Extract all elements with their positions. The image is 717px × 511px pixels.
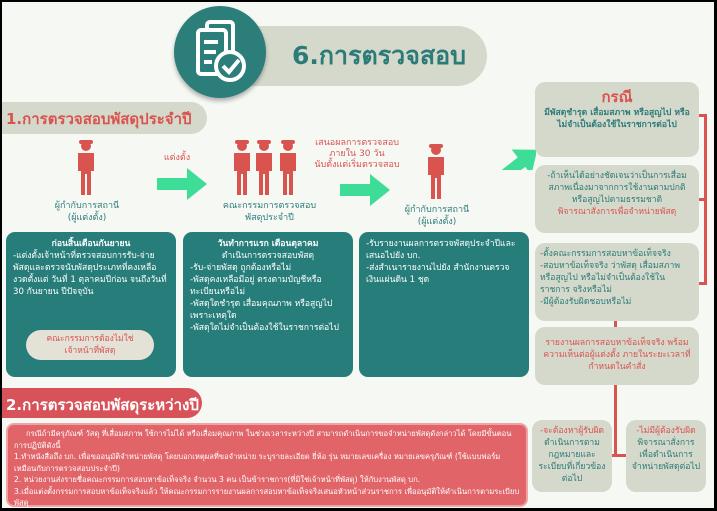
branch-item: -ตั้งคณะกรรมการสอบหาข้อเท็จจริง [540,249,671,259]
person-icon [78,140,94,195]
actor3-role: (ผู้แต่งตั้ง) [417,217,457,227]
section1-title: 1.การตรวจสอบพัสดุประจำปี [2,102,207,134]
case-title: กรณี [601,88,633,106]
section2-title: 2.การตรวจสอบพัสดุระหว่างปี [2,388,202,418]
title-banner [242,26,487,86]
arrow1-label: แต่งตั้ง [163,153,191,163]
actor2-label: คณะกรรมการตรวจสอบ พัสดุประจำปี [212,200,327,224]
case-condition: มีพัสดุชำรุด เสื่อมสภาพ หรือสูญไป หรือไม… [544,108,690,130]
box-text: -แต่งตั้งเจ้าหน้าที่ตรวจสอบการรับ-จ่ายพั… [13,251,167,297]
section2-step: 3.เมื่อแต่งตั้งกรรมการสอบหาข้อเท็จจริงแล… [14,486,520,508]
actor1-label: ผู้กำกับการสถานี (ผู้แต่งตั้ง) [37,200,137,224]
actor2-name: คณะกรรมการตรวจสอบ [222,201,317,211]
section2-step: 1.ทำหนังสือถึง บก. เพื่อขออนุมัติจำหน่าย… [14,452,501,473]
section2-step: 2. หน่วยงานส่งรายชื่อคณะกรรมการสอบหาข้อเ… [14,475,421,484]
case-box: กรณี มีพัสดุชำรุด เสื่อมสภาพ หรือสูญไป ห… [535,82,699,157]
person-icon [428,144,444,199]
box-heading: วันทำการแรก เดือนตุลาคม [217,239,319,249]
box-item: -พัสดุคงเหลือมีอยู่ ตรงตามบัญชีหรือทะเบี… [190,275,322,297]
committee-note: คณะกรรมการต้องไม่ใช่ เจ้าหน้าที่พัสดุ [26,330,154,360]
note-line: คณะกรรมการต้องไม่ใช่ [46,334,134,344]
box-report: -รับรายงานผลการตรวจพัสดุประจำปีและเสนอไป… [359,232,529,377]
box-item: -รับ-จ่ายพัสดุ ถูกต้องหรือไม่ [190,263,292,273]
actor3-label: ผู้กำกับการสถานี (ผู้แต่งตั้ง) [387,204,487,228]
arrow2-label: เสนอผลการตรวจสอบ ภายใน 30 วัน นับตั้งแต่… [307,138,407,171]
connector-line [606,454,628,457]
note-line: เจ้าหน้าที่พัสดุ [64,346,116,356]
actor3-name: ผู้กำกับการสถานี [404,205,470,215]
actor1-role: (ผู้แต่งตั้ง) [67,213,107,223]
branch-text: -ถ้าเห็นได้อย่างชัดเจนว่าเป็นการเสื่อมสภ… [547,171,687,205]
arrow-right-icon [340,174,390,206]
committee-icon [234,140,296,195]
branch-action: พิจารณาสั่งการเพื่อจำหน่ายพัสดุ [557,207,677,217]
connector-line [698,114,707,117]
arrow-diagonal-icon [488,137,536,170]
box-item: -ส่งสำเนารายงานไปยัง สำนักงานตรวจเงินแผ่… [366,263,510,285]
box-item: -พัสดุใดชำรุด เสื่อมคุณภาพ หรือสูญไปเพรา… [190,299,333,321]
page-title: 6.การตรวจสอบ [292,41,466,70]
branch-item: -มีผู้ต้องรับผิดชอบหรือไม่ [540,297,632,307]
document-check-icon [174,6,266,98]
outcome-text: ดำเนินการตามกฎหมายและระเบียบที่เกี่ยวข้อ… [538,438,606,484]
arrow-right-icon [157,168,207,200]
box-item: -พัสดุใดไม่จำเป็นต้องใช้ในราชการต่อไป [190,323,339,333]
section2-intro: กรณีถ้ามีครุภัณฑ์ วัสดุ ที่เสื่อมสภาพ ใช… [14,429,512,450]
arrow2-line: เสนอผลการตรวจสอบ [315,138,399,148]
connector-line [614,320,617,328]
report-box: รายงานผลการสอบหาข้อเท็จจริง พร้อมความเห็… [535,327,699,385]
box-heading: ก่อนสิ้นเดือนกันยายน [51,239,131,249]
connector-line [698,198,707,201]
box-before-september: ก่อนสิ้นเดือนกันยายน -แต่งตั้งเจ้าหน้าที… [6,232,176,377]
actor2-sub: พัสดุประจำปี [245,213,294,223]
box-subheading: ดำเนินการตรวจสอบพัสดุ [221,251,315,261]
outcome-not-liable: -ไม่มีผู้ต้องรับผิด พิจารณาสั่งการเพื่อด… [626,420,706,492]
branch-fact-finding: -ตั้งคณะกรรมการสอบหาข้อเท็จจริง -สอบหาข้… [535,243,699,321]
branch-item: -สอบหาข้อเท็จจริง ว่าพัสดุ เสื่อมสภาพหรื… [540,261,680,295]
box-item: -รับรายงานผลการตรวจพัสดุประจำปีและเสนอไป… [366,239,516,261]
outcome-text: พิจารณาสั่งการเพื่อดำเนินการจำหน่ายพัสดุ… [631,438,701,472]
outcome-liable: -จะต้องหาผู้รับผิด ดำเนินการตามกฎหมายและ… [532,420,612,492]
arrow2-line: ภายใน 30 วัน [329,149,385,159]
outcome-title: -จะต้องหาผู้รับผิด [540,426,604,436]
connector-line [698,282,707,285]
connector-line [614,384,617,456]
outcome-title: -ไม่มีผู้ต้องรับผิด [636,426,696,436]
section2-box: กรณีถ้ามีครุภัณฑ์ วัสดุ ที่เสื่อมสภาพ ใช… [6,423,528,507]
actor1-name: ผู้กำกับการสถานี [54,201,120,211]
box-october: วันทำการแรก เดือนตุลาคม ดำเนินการตรวจสอบ… [183,232,353,377]
branch-normal-deterioration: -ถ้าเห็นได้อย่างชัดเจนว่าเป็นการเสื่อมสภ… [535,165,699,233]
arrow2-line: นับตั้งแต่เริ่มตรวจสอบ [314,160,400,170]
